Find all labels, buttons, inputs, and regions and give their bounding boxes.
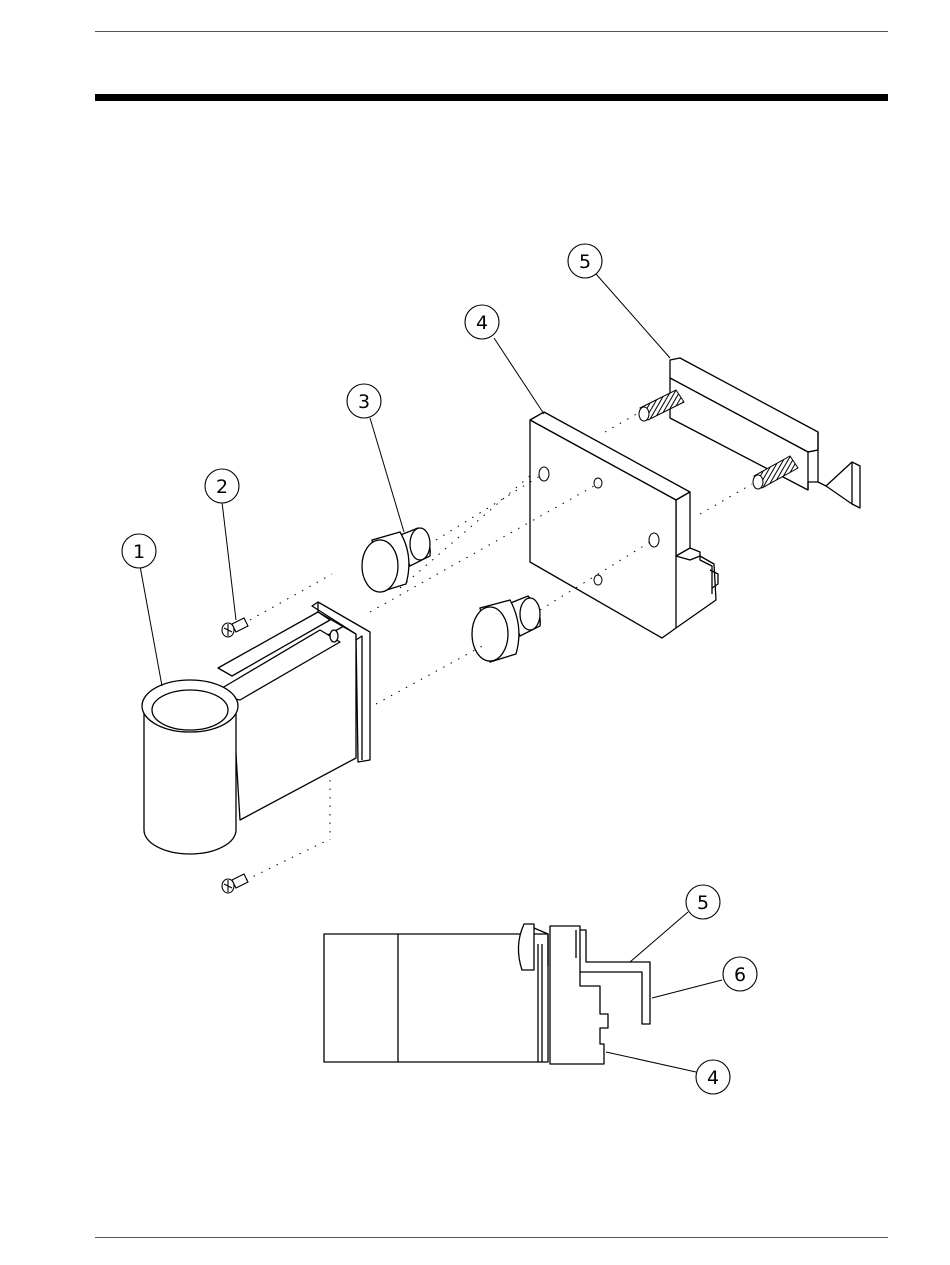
- bushing-lower-part3: [472, 596, 540, 662]
- svg-text:4: 4: [476, 312, 488, 334]
- side-callout-4: 4: [696, 1060, 730, 1094]
- callout-4: 4: [465, 305, 499, 339]
- callout-3: 3: [347, 384, 381, 418]
- svg-text:1: 1: [133, 541, 145, 563]
- callout-5: 5: [568, 244, 602, 278]
- svg-text:3: 3: [358, 391, 370, 413]
- svg-text:4: 4: [707, 1067, 719, 1089]
- svg-text:2: 2: [216, 476, 228, 498]
- side-callout-5: 5: [686, 885, 720, 919]
- screw-upper-part2: [222, 618, 248, 637]
- side-callout-6: 6: [723, 957, 757, 991]
- svg-text:6: 6: [734, 964, 746, 986]
- screw-lower-part2: [222, 874, 248, 893]
- svg-text:5: 5: [579, 251, 591, 273]
- side-view-assembly: [324, 924, 650, 1064]
- svg-text:5: 5: [697, 892, 709, 914]
- callout-1: 1: [122, 534, 156, 568]
- hinge-body-part1: [142, 602, 370, 854]
- callout-2: 2: [205, 469, 239, 503]
- mounting-block-part4: [530, 412, 718, 638]
- bushing-upper-part3: [362, 528, 430, 592]
